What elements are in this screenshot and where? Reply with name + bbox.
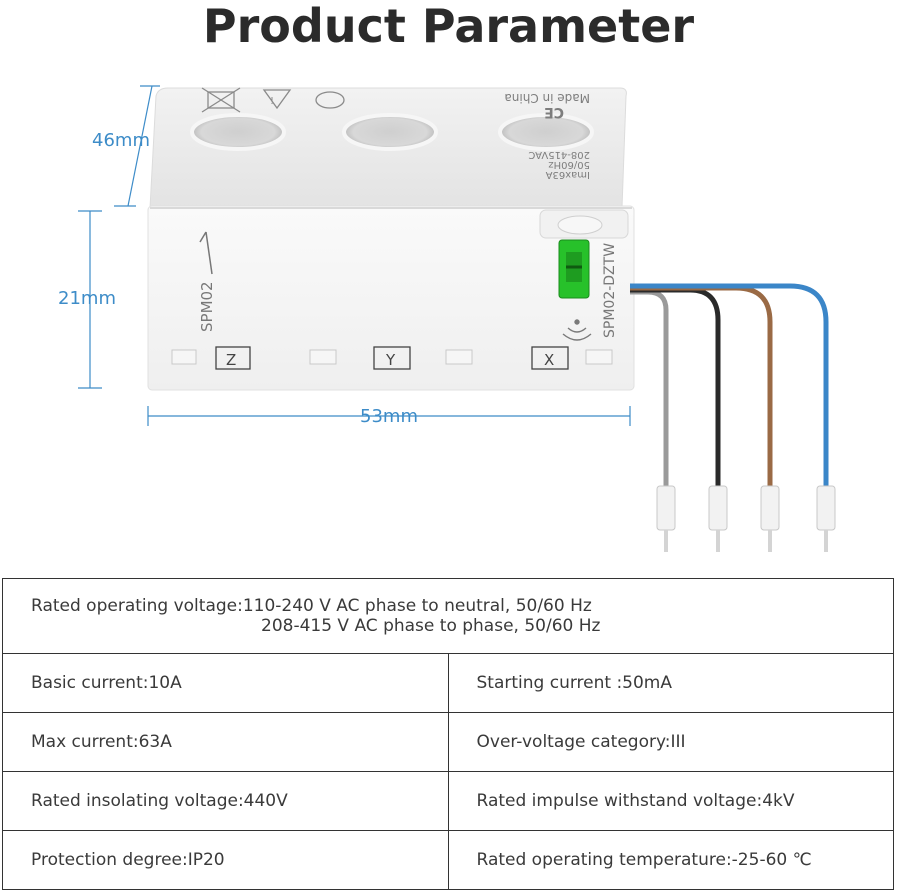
table-row: Rated operating voltage:110-240 V AC pha… (2, 578, 894, 654)
rating-line: 208-415VAC (528, 149, 590, 160)
cable-hole (498, 113, 594, 151)
wire-pins (664, 530, 828, 552)
table-row: Basic current:10A Starting current :50mA (2, 653, 894, 713)
reset-button (557, 215, 603, 235)
terminal-label: Z (226, 351, 236, 369)
spec-cell: Rated operating temperature:-25-60 ℃ (447, 830, 894, 890)
terminal-row: Z Y X (171, 346, 613, 370)
table-row: Max current:63A Over-voltage category:II… (2, 712, 894, 772)
device-illustration: ! Made in China CE 208-415VAC 50/60Hz Im… (78, 85, 836, 552)
voltage-line-2: 208-415 V AC phase to phase, 50/60 Hz (261, 616, 601, 636)
certification-icons (201, 87, 345, 113)
dimension-height-side: 21mm (58, 288, 116, 309)
cable-hole (342, 113, 438, 151)
spec-cell: Max current:63A (2, 712, 449, 772)
page-title: Product Parameter (202, 0, 695, 53)
spec-cell: Rated insolating voltage:440V (2, 771, 449, 831)
spec-cell: Over-voltage category:III (447, 712, 894, 772)
terminal-label: Y (385, 351, 396, 369)
spec-cell: Rated impulse withstand voltage:4kV (447, 771, 894, 831)
table-row: Protection degree:IP20 Rated operating t… (2, 830, 894, 890)
wifi-icon (562, 319, 592, 341)
product-figure: ! Made in China CE 208-415VAC 50/60Hz Im… (0, 70, 897, 570)
spec-cell: Basic current:10A (2, 653, 449, 713)
rating-line: Imax63A (546, 169, 590, 180)
spec-cell: Starting current :50mA (447, 653, 894, 713)
model-side-label: SPM02 (198, 281, 216, 332)
cable-hole (190, 113, 286, 151)
wire-ferrules (656, 485, 836, 531)
dimension-lines (78, 85, 631, 426)
ce-mark: CE (544, 104, 564, 120)
spec-cell: Protection degree:IP20 (2, 830, 449, 890)
warning-icon: ! (270, 96, 274, 107)
voltage-cell: Rated operating voltage:110-240 V AC pha… (2, 578, 894, 654)
wires (630, 283, 829, 490)
terminal-label: X (544, 351, 554, 369)
rating-line: 50/60Hz (548, 159, 590, 170)
dimension-width: 53mm (360, 406, 418, 427)
voltage-line-1: Rated operating voltage:110-240 V AC pha… (31, 596, 592, 616)
spec-table: Rated operating voltage:110-240 V AC pha… (2, 578, 894, 890)
model-front-label: SPM02-DZTW (602, 243, 618, 338)
table-row: Rated insolating voltage:440V Rated impu… (2, 771, 894, 831)
dimension-height-top: 46mm (92, 130, 150, 151)
made-in-text: Made in China (504, 91, 590, 105)
